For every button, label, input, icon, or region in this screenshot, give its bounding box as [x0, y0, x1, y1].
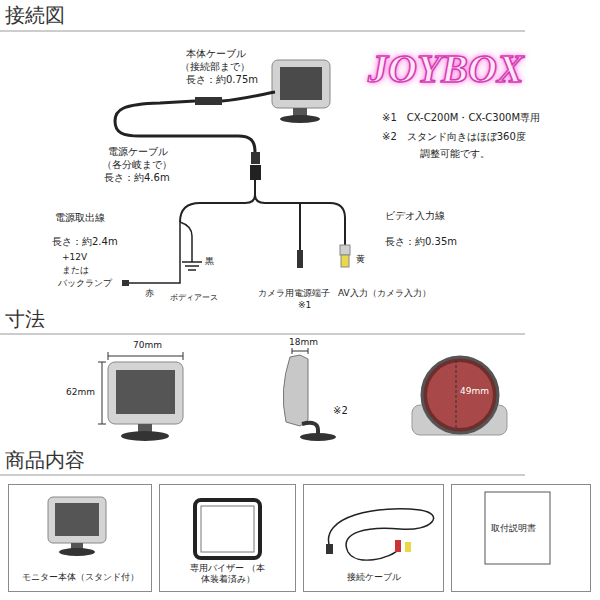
wire-label: +12V: [62, 252, 87, 262]
note: 調整可能です。: [420, 148, 490, 160]
wire-tip: [122, 280, 129, 286]
cable-length: 長さ：約0.75m: [186, 74, 258, 86]
monitor-side: [283, 355, 336, 441]
section-rule: [0, 31, 525, 32]
cable-length: 長さ：約4.6m: [104, 172, 170, 184]
section-rule: [0, 334, 525, 335]
dimension: 49mm: [460, 386, 489, 396]
monitor-front: [108, 362, 183, 441]
cable-label: 本体ケーブル: [186, 48, 246, 60]
cable-length: 長さ：約0.35m: [385, 236, 457, 248]
visor: [195, 500, 260, 558]
wire-color: 赤: [145, 288, 154, 298]
section-heading: 商品内容: [5, 449, 85, 472]
item-caption: 専用バイザー （本体装着済み）: [188, 563, 268, 585]
suction-base: [412, 357, 507, 435]
content-box: モニター本体（スタンド付）: [8, 484, 152, 592]
dimension: 70mm: [133, 340, 162, 350]
wire-label: または: [62, 265, 89, 275]
content-box: 専用バイザー （本体装着済み）: [159, 484, 296, 592]
wire-label: ビデオ入力線: [385, 210, 445, 222]
section-heading: 接続図: [5, 4, 65, 27]
cable-connector: [251, 152, 260, 164]
camera-power-plug: [297, 250, 303, 268]
content-box: 接続ケーブル: [303, 484, 444, 592]
rca-plug: [341, 255, 349, 267]
wire-color: 黄: [356, 254, 365, 264]
callout-number: ※2: [333, 405, 348, 417]
monitor-figure: [272, 60, 330, 123]
cable-label: （各分岐まで）: [102, 159, 172, 171]
cable-label: 電源ケーブル: [108, 146, 168, 158]
terminal-label: カメラ用電源端子: [258, 288, 330, 298]
wire-color: 黒: [205, 256, 214, 266]
dimension-line: [98, 348, 308, 424]
content-box: 取付説明書: [451, 484, 591, 592]
item-caption: 取付説明書: [491, 523, 536, 534]
section-heading: 寸法: [5, 308, 45, 331]
cable-connector: [250, 165, 261, 180]
section-rule: [0, 475, 525, 476]
cable-coil: [326, 509, 434, 560]
manual-sheet: [485, 492, 550, 564]
ground-label: ボディアース: [170, 293, 218, 302]
monitor-small: [48, 497, 106, 556]
terminal-label: AV入力（カメラ入力）: [338, 288, 431, 298]
wire-label: バックランプ: [58, 278, 112, 288]
item-caption: モニター本体（スタンド付）: [22, 572, 139, 583]
cable-label: （接続部まで）: [180, 61, 250, 73]
cable-connector: [195, 97, 222, 105]
dimension: 62mm: [66, 387, 95, 397]
callout-number: ※1: [298, 300, 311, 310]
cable-length: 長さ：約2.4m: [52, 236, 118, 248]
note: ※2 スタンド向きはほぼ360度: [382, 131, 526, 143]
cable: [115, 92, 345, 283]
item-caption: 接続ケーブル: [347, 572, 401, 583]
rca-plug: [340, 245, 350, 255]
dimension: 18mm: [289, 337, 318, 347]
wire-label: 電源取出線: [55, 212, 105, 224]
brand-logo: JOYBOX: [368, 46, 524, 92]
note: ※1 CX-C200M・CX-C300M専用: [382, 112, 540, 124]
